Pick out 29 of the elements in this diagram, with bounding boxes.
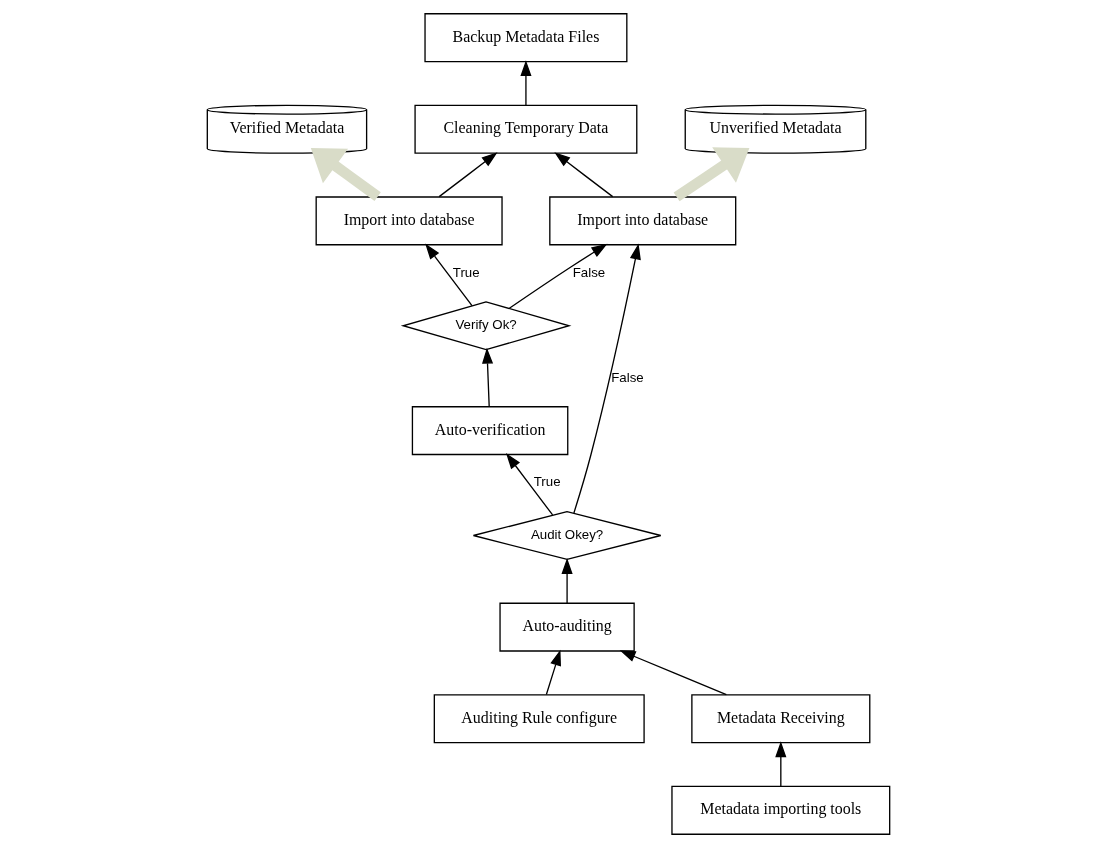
- edge-label: False: [610, 369, 644, 385]
- edge-label: True: [533, 474, 561, 490]
- arrow: [572, 243, 641, 514]
- node-box: Auto-auditing: [498, 602, 635, 652]
- node-box: Auditing Rule configure: [433, 694, 645, 744]
- arrow: [553, 152, 613, 198]
- arrow: [505, 453, 553, 516]
- arrow: [424, 243, 473, 307]
- arrow: [508, 243, 607, 309]
- edge-label: False: [572, 264, 605, 280]
- node-box: Import into database: [548, 196, 736, 246]
- arrow: [619, 650, 727, 696]
- arrow: [481, 347, 493, 408]
- node-diamond: Verify Ok?: [400, 301, 571, 351]
- node-diamond: Audit Okey?: [472, 510, 661, 561]
- node-box: Metadata Receiving: [690, 694, 870, 744]
- arrow: [438, 152, 498, 198]
- node-box: Auto-verification: [411, 406, 568, 456]
- arrow: [519, 60, 531, 106]
- arrow: [545, 649, 561, 696]
- node-box: Backup Metadata Files: [423, 13, 627, 63]
- arrow: [561, 557, 573, 604]
- arrow: [673, 147, 749, 202]
- edge-label: True: [452, 264, 480, 280]
- arrow: [774, 741, 786, 787]
- node-box: Metadata importing tools: [670, 785, 890, 835]
- arrow: [310, 148, 381, 201]
- node-box: Cleaning Temporary Data: [413, 104, 637, 154]
- node-box: Import into database: [315, 196, 503, 246]
